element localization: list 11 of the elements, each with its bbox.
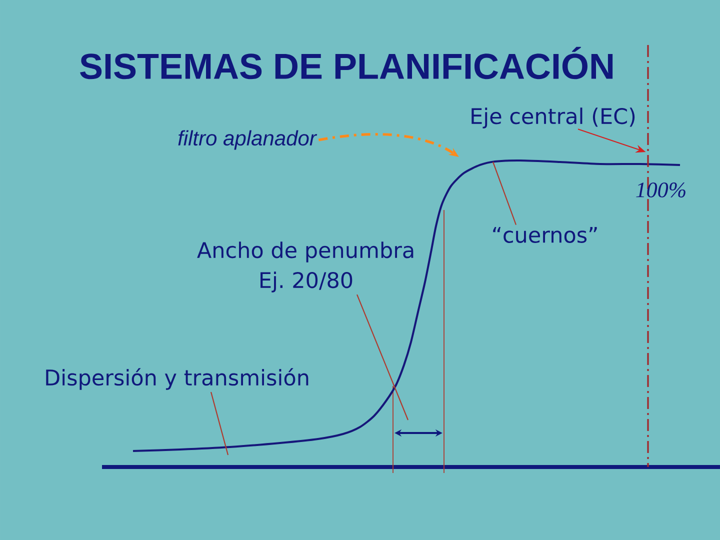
annotation-label: Ancho de penumbra Ej. 20/80 bbox=[197, 242, 414, 292]
annotation-label: Dispersión y transmisión bbox=[46, 368, 308, 390]
leader-line bbox=[356, 294, 409, 420]
leader-line bbox=[492, 162, 517, 225]
slide-title: SISTEMAS DE PLANIFICACIÓN bbox=[80, 46, 613, 80]
annotation-label: filtro aplanador bbox=[178, 130, 318, 150]
annotation-label: “cuernos” bbox=[493, 227, 597, 243]
leader-line bbox=[210, 392, 229, 456]
percent-label: 100% bbox=[636, 182, 686, 198]
central-axis-line bbox=[647, 45, 649, 467]
annotation-label: Eje central (EC) bbox=[472, 108, 635, 128]
